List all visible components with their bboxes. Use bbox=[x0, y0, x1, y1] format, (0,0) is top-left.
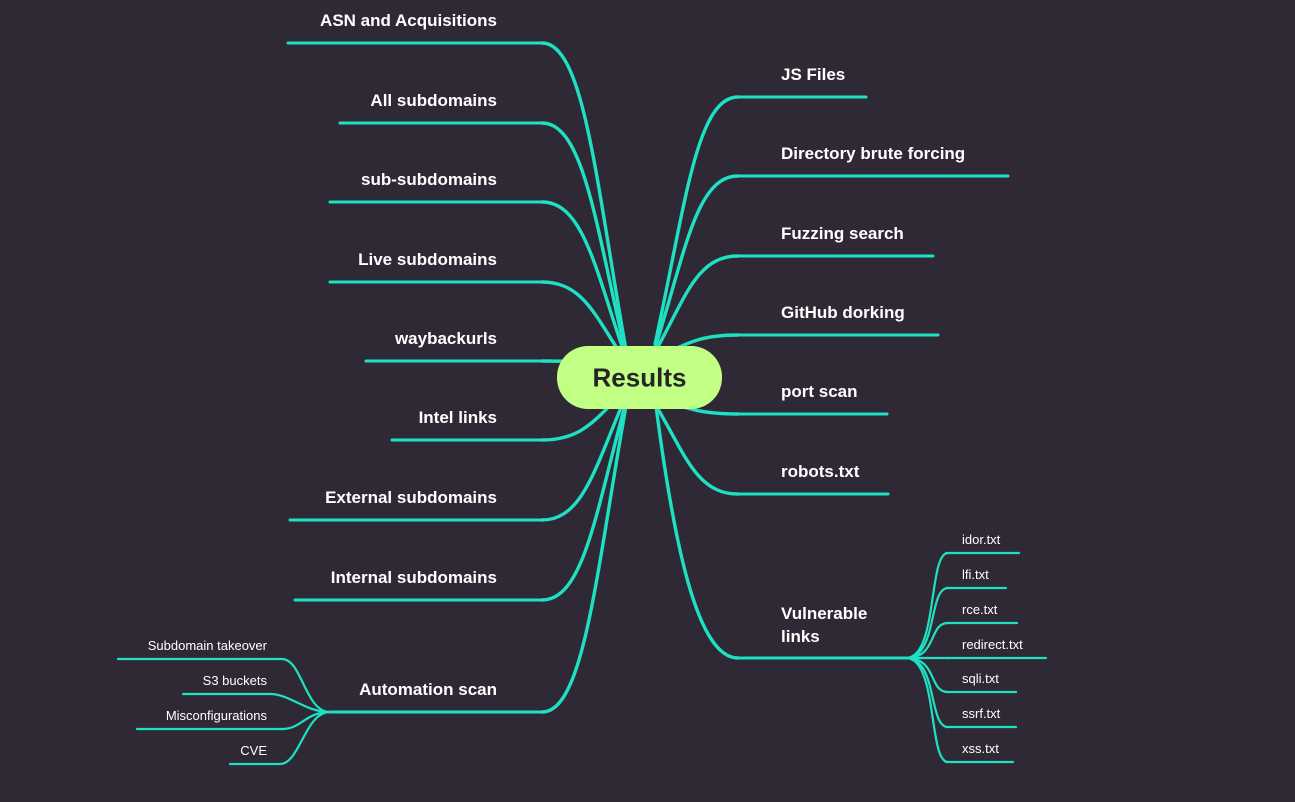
branch-vulnerable-links-label-line-1: Vulnerable bbox=[781, 604, 867, 623]
branch-intel-links-label: Intel links bbox=[419, 408, 497, 427]
branch-internal-subdomains-label: Internal subdomains bbox=[331, 568, 497, 587]
automation-child-cve[interactable]: CVE bbox=[228, 743, 282, 766]
vulnerable-child-xss-txt-connector bbox=[904, 656, 950, 764]
vulnerable-child-idor-txt-label: idor.txt bbox=[962, 532, 1001, 547]
automation-child-s3-buckets[interactable]: S3 buckets bbox=[181, 673, 272, 696]
vulnerable-child-idor-txt-connector bbox=[904, 551, 950, 660]
branch-live-subdomains[interactable]: Live subdomains bbox=[328, 250, 546, 284]
branch-vulnerable-links[interactable]: Vulnerable links bbox=[734, 604, 908, 660]
branch-directory-brute-forcing-label: Directory brute forcing bbox=[781, 144, 965, 163]
branch-sub-subdomains[interactable]: sub-subdomains bbox=[328, 170, 546, 204]
branch-all-subdomains-connector bbox=[540, 121, 628, 356]
branch-all-subdomains[interactable]: All subdomains bbox=[338, 91, 546, 125]
branch-internal-subdomains-connector bbox=[540, 400, 628, 602]
vulnerable-child-xss-txt-label: xss.txt bbox=[962, 741, 999, 756]
branch-external-subdomains-connector bbox=[540, 394, 628, 522]
branch-external-subdomains-label: External subdomains bbox=[325, 488, 497, 507]
automation-child-subdomain-takeover-connector bbox=[280, 657, 332, 714]
branch-internal-subdomains[interactable]: Internal subdomains bbox=[293, 568, 546, 602]
branch-automation-scan-label: Automation scan bbox=[359, 680, 497, 699]
branch-all-subdomains-label: All subdomains bbox=[370, 91, 497, 110]
automation-child-cve-connector bbox=[278, 710, 332, 766]
vulnerable-child-xss-txt[interactable]: xss.txt bbox=[944, 741, 1015, 764]
automation-child-s3-buckets-label: S3 buckets bbox=[203, 673, 268, 688]
branch-asn-and-acquisitions-label: ASN and Acquisitions bbox=[320, 11, 497, 30]
vulnerable-child-lfi-txt-label: lfi.txt bbox=[962, 567, 989, 582]
branch-js-files-connector bbox=[653, 95, 740, 346]
root-node-label: Results bbox=[593, 363, 687, 393]
branch-fuzzing-search-connector bbox=[653, 254, 740, 354]
automation-child-misconfigurations-label: Misconfigurations bbox=[166, 708, 268, 723]
automation-child-subdomain-takeover[interactable]: Subdomain takeover bbox=[116, 638, 284, 661]
vulnerable-child-lfi-txt[interactable]: lfi.txt bbox=[944, 567, 1008, 590]
branch-fuzzing-search[interactable]: Fuzzing search bbox=[734, 224, 935, 258]
branch-port-scan-label: port scan bbox=[781, 382, 858, 401]
branch-github-dorking[interactable]: GitHub dorking bbox=[734, 303, 940, 337]
automation-child-cve-label: CVE bbox=[240, 743, 267, 758]
branch-external-subdomains[interactable]: External subdomains bbox=[288, 488, 546, 522]
branch-sub-subdomains-connector bbox=[540, 200, 628, 360]
branch-vulnerable-links-connector bbox=[654, 404, 740, 660]
branch-waybackurls[interactable]: waybackurls bbox=[364, 329, 546, 363]
branch-waybackurls-label: waybackurls bbox=[394, 329, 497, 348]
branch-js-files-label: JS Files bbox=[781, 65, 845, 84]
branch-robots-txt[interactable]: robots.txt bbox=[734, 462, 890, 496]
vulnerable-child-rce-txt-label: rce.txt bbox=[962, 602, 998, 617]
vulnerable-child-redirect-txt[interactable]: redirect.txt bbox=[944, 637, 1048, 660]
vulnerable-child-sqli-txt[interactable]: sqli.txt bbox=[944, 671, 1018, 694]
branch-sub-subdomains-label: sub-subdomains bbox=[361, 170, 497, 189]
vulnerable-child-rce-txt[interactable]: rce.txt bbox=[944, 602, 1019, 625]
branch-robots-txt-label: robots.txt bbox=[781, 462, 860, 481]
branch-robots-txt-connector bbox=[653, 402, 740, 496]
vulnerable-child-lfi-txt-connector bbox=[904, 586, 950, 660]
vulnerable-child-ssrf-txt-label: ssrf.txt bbox=[962, 706, 1001, 721]
branch-js-files[interactable]: JS Files bbox=[734, 65, 868, 99]
branch-fuzzing-search-label: Fuzzing search bbox=[781, 224, 904, 243]
vulnerable-child-sqli-txt-label: sqli.txt bbox=[962, 671, 999, 686]
branch-directory-brute-forcing[interactable]: Directory brute forcing bbox=[734, 144, 1010, 178]
branch-asn-and-acquisitions-connector bbox=[540, 41, 628, 352]
branch-directory-brute-forcing-connector bbox=[653, 174, 740, 350]
branch-automation-scan-connector bbox=[540, 404, 628, 714]
branch-automation-scan[interactable]: Automation scan bbox=[328, 680, 546, 714]
branch-port-scan[interactable]: port scan bbox=[734, 382, 889, 416]
vulnerable-child-redirect-txt-label: redirect.txt bbox=[962, 637, 1023, 652]
branch-github-dorking-label: GitHub dorking bbox=[781, 303, 905, 322]
branch-live-subdomains-label: Live subdomains bbox=[358, 250, 497, 269]
root-node-box bbox=[557, 346, 722, 409]
vulnerable-child-ssrf-txt[interactable]: ssrf.txt bbox=[944, 706, 1018, 729]
branch-intel-links[interactable]: Intel links bbox=[390, 408, 546, 442]
branch-asn-and-acquisitions[interactable]: ASN and Acquisitions bbox=[286, 11, 546, 45]
automation-child-subdomain-takeover-label: Subdomain takeover bbox=[148, 638, 268, 653]
automation-child-misconfigurations[interactable]: Misconfigurations bbox=[135, 708, 284, 731]
branch-vulnerable-links-label-line-2: links bbox=[781, 627, 820, 646]
vulnerable-child-idor-txt[interactable]: idor.txt bbox=[944, 532, 1021, 555]
root-node[interactable]: Results bbox=[557, 346, 722, 409]
